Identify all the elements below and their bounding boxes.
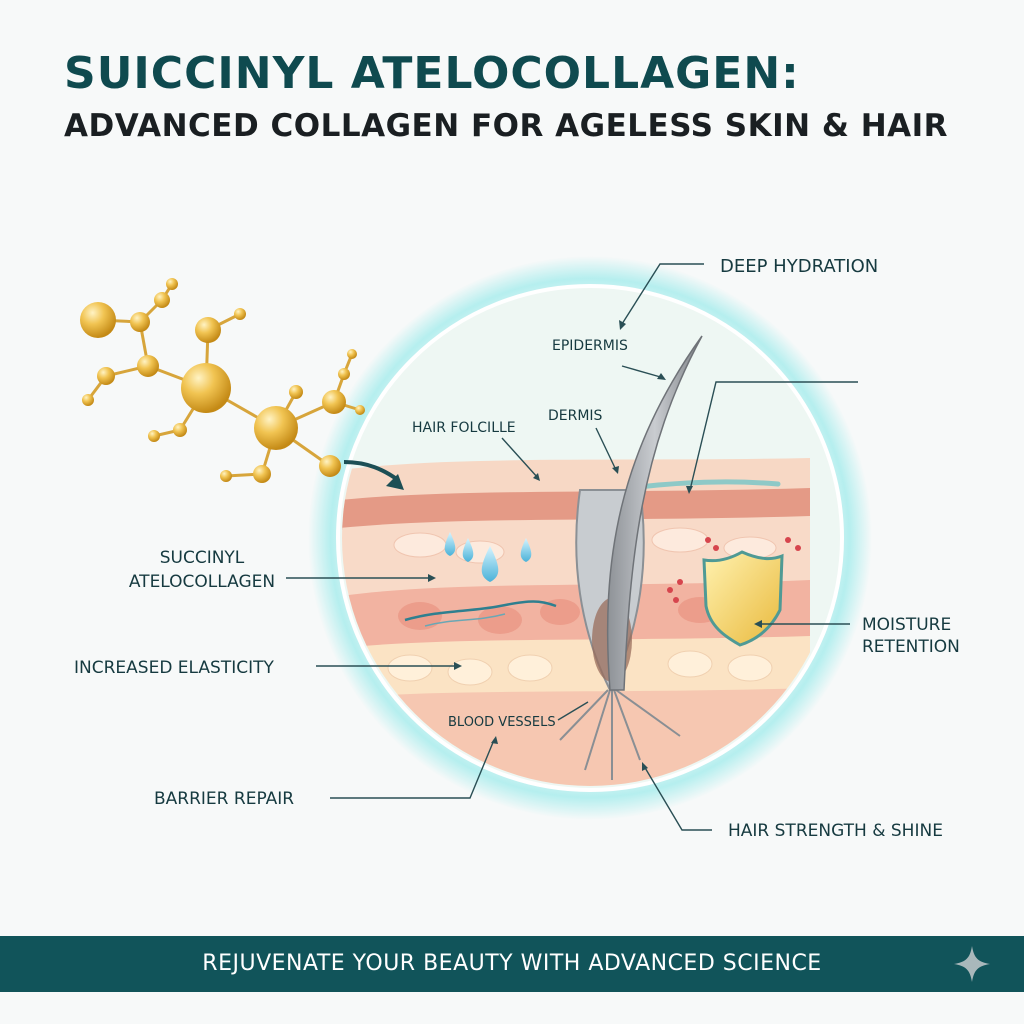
delivery-arrowhead [386,474,404,490]
leader-lines [286,263,858,831]
water-drop-icon [444,532,532,582]
label-blood-vessels: BLOOD VESSELS [448,715,556,730]
hair-shaft [606,335,703,691]
label-moisture-line2: RETENTION [862,637,960,657]
delivery-arrow [343,460,400,482]
label-epidermis: EPIDERMIS [552,338,628,354]
label-barrier-repair: BARRIER REPAIR [154,789,294,809]
footer-tagline: REJUVENATE YOUR BEAUTY WITH ADVANCED SCI… [202,951,822,976]
leader-arrowheads [428,320,762,771]
shield-icon [702,550,784,647]
page-subtitle: ADVANCED COLLAGEN FOR AGELESS SKIN & HAI… [64,108,949,144]
sparkle-icon [954,946,990,982]
label-increased-elasticity: INCREASED ELASTICITY [74,658,274,678]
lens-ring [336,284,844,792]
label-succinyl-line1: SUCCINYL [160,548,245,568]
label-hair-strength: HAIR STRENGTH & SHINE [728,821,943,841]
label-deep-hydration: DEEP HYDRATION [720,256,878,277]
molecule-atoms [80,278,365,483]
label-succinyl-line2: ATELOCOLLAGEN [129,572,275,592]
label-hair-follicle: HAIR FOLCILLE [412,420,516,436]
label-dermis: DERMIS [548,408,603,424]
skin-diagram: DEEP HYDRATION EPIDERMIS HAIR FOLCILLE D… [74,256,960,841]
label-moisture-line1: MOISTURE [862,615,951,635]
page-title: SUICCINYL ATELOCOLLAGEN: [64,48,800,99]
footer-banner: REJUVENATE YOUR BEAUTY WITH ADVANCED SCI… [0,936,1024,992]
